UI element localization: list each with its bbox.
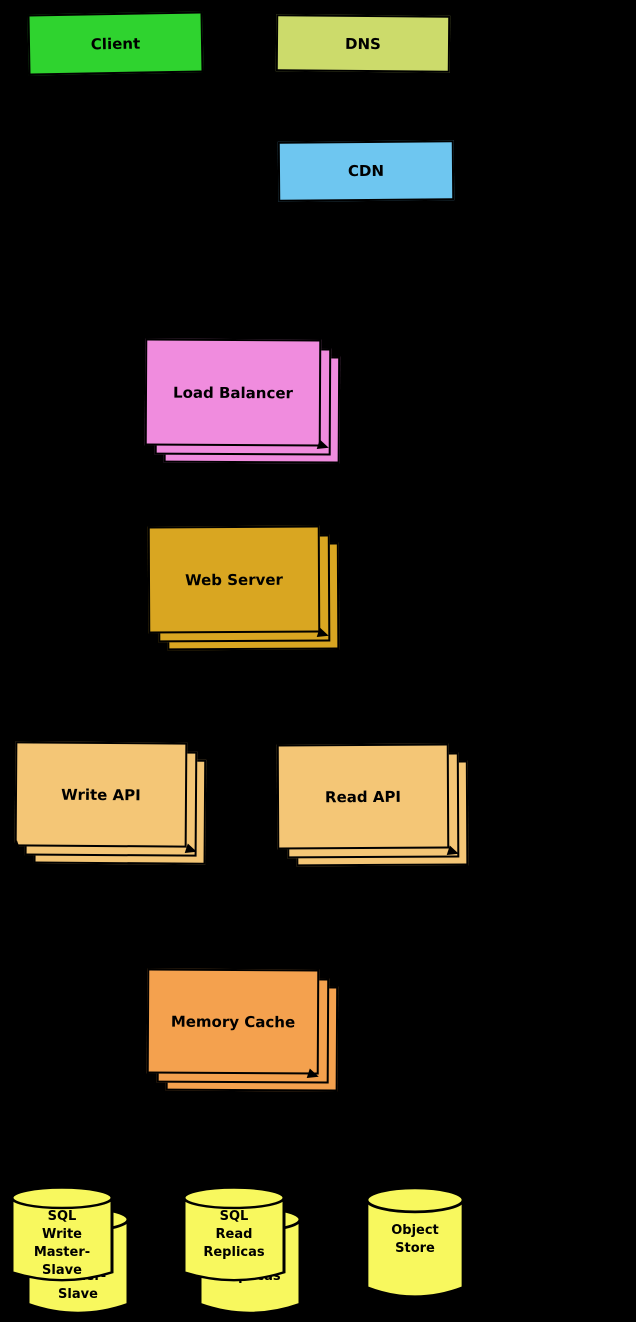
database-cylinder-icon bbox=[10, 1186, 114, 1282]
database-cylinder-icon bbox=[182, 1186, 286, 1282]
object-store-node: Object Store bbox=[365, 1186, 465, 1306]
load-balancer-box: Load Balancer bbox=[144, 338, 322, 447]
web-server-node: Web Server bbox=[147, 525, 340, 651]
sql-write-master-slave-node: SQL Write Master- Slave bbox=[10, 1186, 114, 1288]
cdn-node: CDN bbox=[277, 140, 455, 202]
dns-label: DNS bbox=[345, 34, 381, 53]
client-box: Client bbox=[27, 11, 204, 76]
load-balancer-label: Load Balancer bbox=[173, 383, 293, 402]
client-node: Client bbox=[27, 11, 204, 76]
client-label: Client bbox=[90, 34, 141, 53]
sql-write-master-slave-label: SQL Write Master- Slave bbox=[33, 1209, 91, 1278]
web-server-box: Web Server bbox=[147, 525, 321, 634]
memory-cache-node: Memory Cache bbox=[146, 968, 339, 1092]
web-server-label: Web Server bbox=[185, 570, 283, 589]
memory-cache-label: Memory Cache bbox=[170, 1012, 296, 1031]
cdn-label: CDN bbox=[347, 161, 385, 181]
sql-read-replicas-label: SQL Read Replicas bbox=[203, 1209, 265, 1260]
load-balancer-node: Load Balancer bbox=[144, 338, 341, 464]
write-api-node: Write API bbox=[14, 741, 207, 865]
write-api-label: Write API bbox=[61, 785, 141, 804]
dns-box: DNS bbox=[275, 14, 451, 73]
read-api-label: Read API bbox=[324, 787, 402, 806]
read-api-node: Read API bbox=[276, 743, 469, 867]
object-store-label: Object Store bbox=[391, 1223, 439, 1256]
write-api-box: Write API bbox=[14, 741, 188, 848]
dns-node: DNS bbox=[275, 14, 451, 73]
cdn-box: CDN bbox=[277, 140, 455, 202]
read-api-box: Read API bbox=[276, 743, 450, 850]
memory-cache-box: Memory Cache bbox=[146, 968, 320, 1075]
database-cylinder-icon bbox=[365, 1186, 465, 1299]
sql-read-replicas-node: SQL Read Replicas bbox=[182, 1186, 286, 1288]
